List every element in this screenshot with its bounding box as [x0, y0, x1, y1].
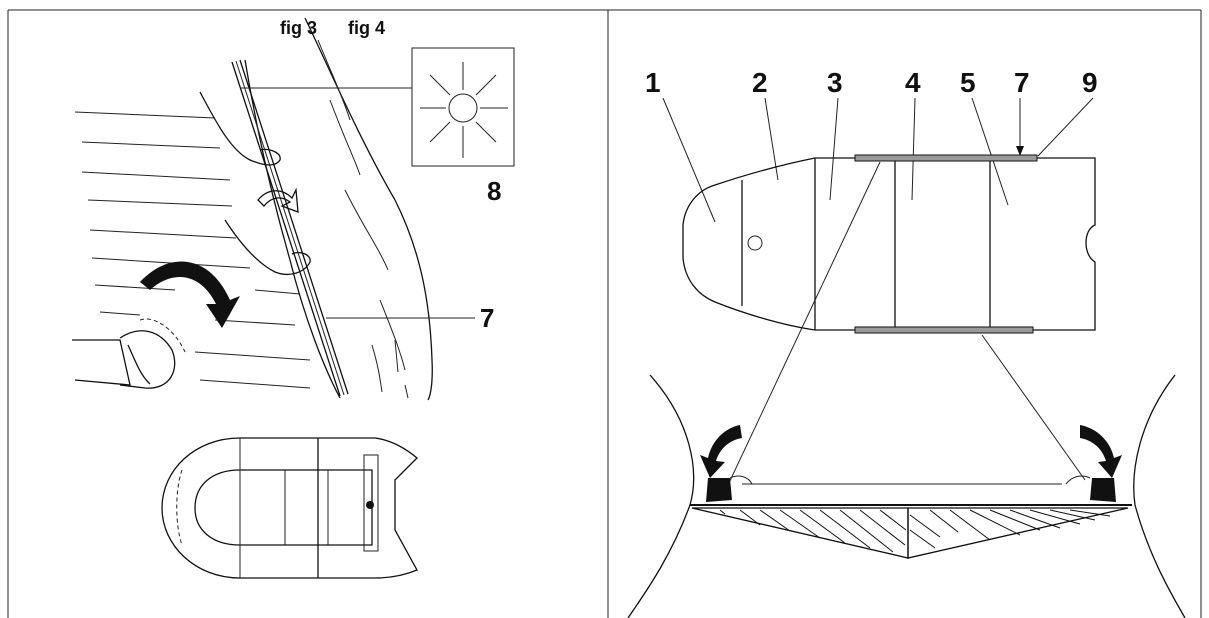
fig4-label: fig 4: [348, 18, 385, 38]
boat-top-view: [161, 437, 418, 579]
part-label-1: 1: [645, 67, 661, 98]
fig3-label: fig 3: [280, 18, 317, 38]
part-label-4: 4: [905, 67, 921, 98]
callout-8: 8: [487, 176, 501, 206]
boat-floor-plan: [682, 154, 1096, 334]
side-rail-bottom: [854, 326, 1034, 334]
left-panel: fig 3 fig 4: [72, 17, 515, 579]
side-rail-top: [854, 154, 1038, 162]
frame: [7, 9, 1202, 618]
curved-arrow-left-icon: [700, 425, 742, 478]
part-label-2: 2: [752, 67, 768, 98]
sun-icon: [420, 62, 508, 158]
right-panel: 1 2 3 4 5 7 9: [627, 67, 1186, 618]
floorboards: [74, 111, 311, 389]
section-pointer-left: [727, 161, 881, 486]
section-clamp-left: [706, 478, 732, 502]
curved-arrow-right-icon: [1080, 425, 1122, 478]
hands: [199, 91, 311, 276]
section-clamp-right: [1090, 478, 1116, 502]
part-label-9: 9: [1082, 67, 1098, 98]
rail-profile: [231, 59, 349, 397]
rail-clamp: [72, 318, 186, 389]
part-label-5: 5: [960, 67, 976, 98]
part-label-3: 3: [827, 67, 843, 98]
sun-inset: [240, 47, 515, 167]
section-pointer-right: [981, 334, 1086, 481]
part-label-7: 7: [1014, 67, 1030, 98]
curved-arrow-icon: [257, 187, 299, 213]
hull-cross-section: [627, 374, 1186, 618]
big-curved-arrow-icon: [140, 261, 240, 328]
callout-7: 7: [480, 303, 494, 333]
side-tube: [244, 17, 433, 401]
